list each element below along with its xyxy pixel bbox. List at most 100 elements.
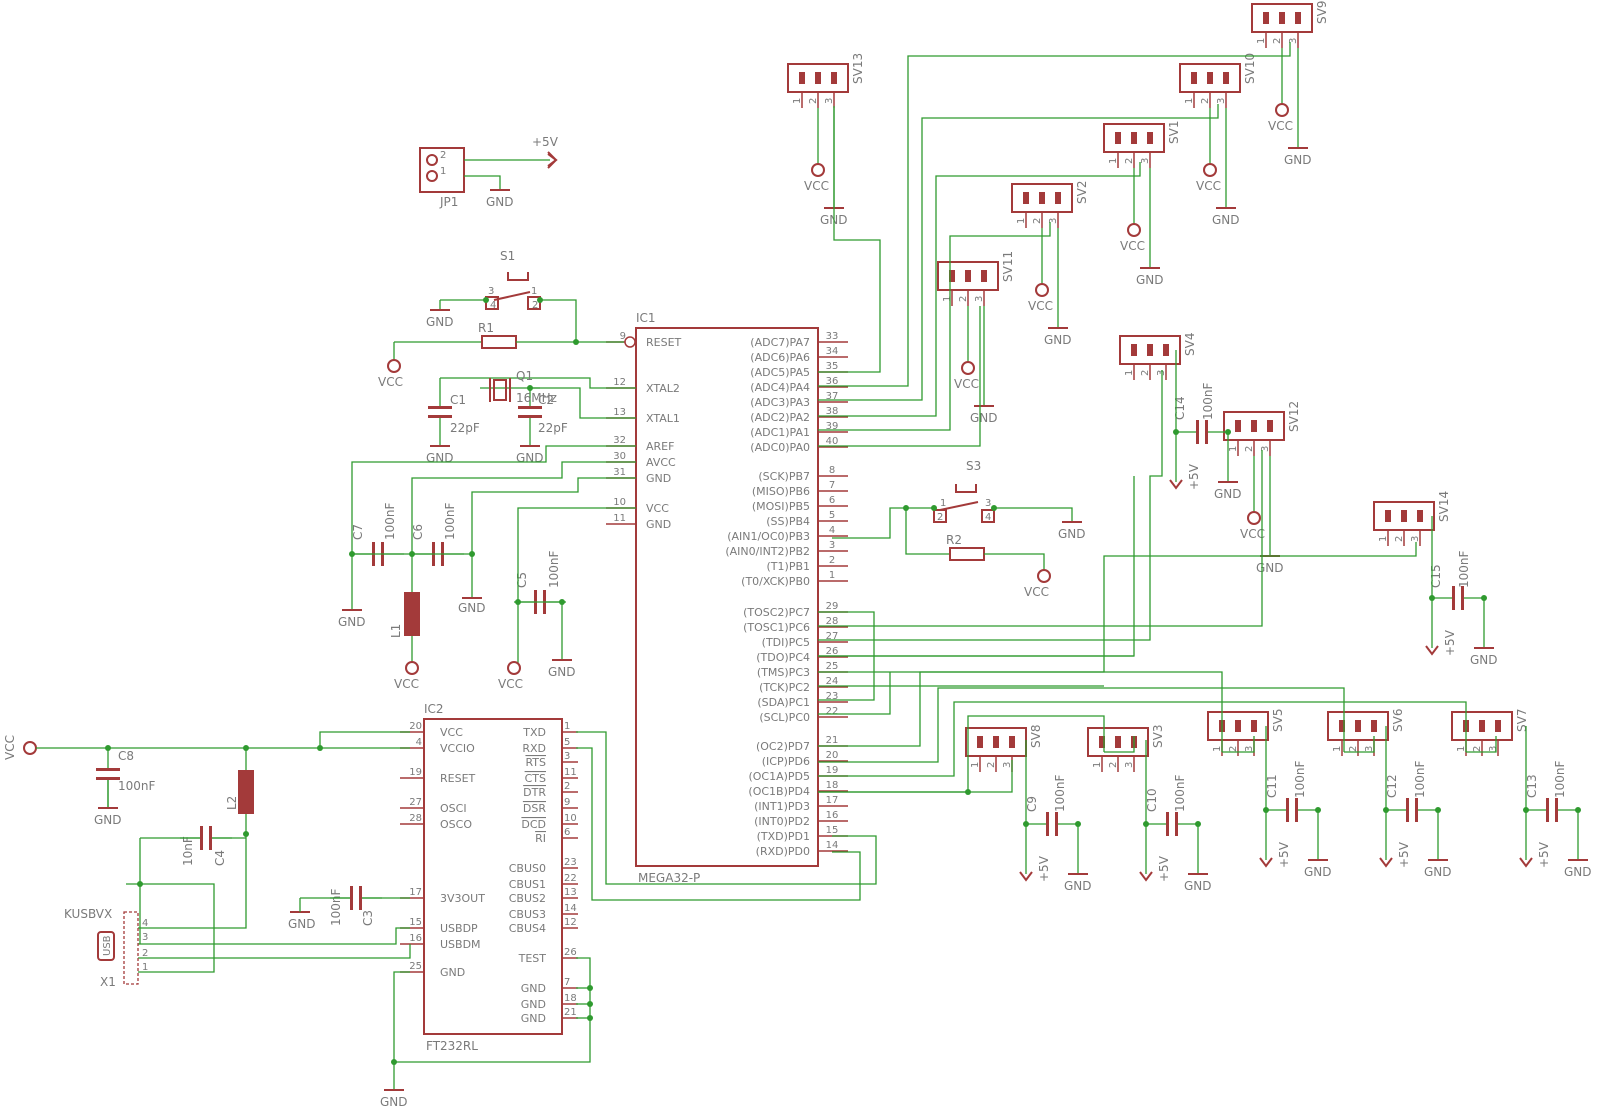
connector-pin-number: 1	[1212, 746, 1223, 752]
vcc-label: VCC	[1240, 527, 1265, 541]
ic1-pin-number: 15	[826, 825, 839, 836]
gnd-label: GND	[1214, 487, 1242, 501]
connector-pin-number: 1	[792, 98, 803, 104]
connector-pin-number: 3	[1140, 158, 1151, 164]
ic2-pin-number: 5	[564, 737, 570, 748]
ic1-pin-number: 33	[826, 331, 839, 342]
capacitor-name: C11	[1265, 774, 1279, 798]
ic2-pin-label: OSCI	[440, 802, 467, 815]
ic1-pin-number: 36	[826, 376, 839, 387]
ic2-pin-number: 18	[564, 993, 577, 1004]
svg-text:4: 4	[490, 300, 496, 311]
ic2-pin-label: TEST	[518, 952, 547, 965]
gnd-label: GND	[1564, 865, 1592, 879]
ic1-pin-number: 25	[826, 661, 839, 672]
ic1-pin-label: (ADC4)PA4	[750, 381, 810, 394]
ic1-pin-label: AVCC	[646, 456, 676, 469]
ic1-pin-number: 32	[613, 435, 626, 446]
ic1-pin-label: (TOSC2)PC7	[743, 606, 810, 619]
ic1-pin-number: 26	[826, 646, 839, 657]
ic1-pin-number: 35	[826, 361, 839, 372]
plus5v-label: +5V	[1277, 841, 1291, 868]
ic1-pin-number: 14	[826, 840, 839, 851]
ic1-pin-number: 40	[826, 436, 839, 447]
connector-pin-number: 2	[1472, 746, 1483, 752]
ic2-pin-label: TXD	[522, 726, 546, 739]
ic1-pin-number: 19	[826, 765, 839, 776]
l1-label: L1	[389, 624, 403, 638]
capacitor-value: 100nF	[1413, 760, 1427, 798]
svg-text:GND: GND	[1058, 527, 1086, 541]
ic1-pin-number: 2	[829, 555, 835, 566]
ic1-pin-label: XTAL1	[646, 412, 680, 425]
capacitor-name: C9	[1025, 796, 1039, 812]
ic1-pin-label: (OC2)PD7	[756, 740, 810, 753]
ic1-pin-label: VCC	[646, 502, 669, 515]
gnd-label: GND	[1284, 153, 1312, 167]
ic1-pin-number: 24	[826, 676, 839, 687]
connector-pin-number: 1	[1456, 746, 1467, 752]
connector-label: SV12	[1287, 401, 1301, 432]
gnd-label: GND	[1470, 653, 1498, 667]
reset-circuit: S1 34 12 GND R1 VCC	[378, 249, 624, 389]
connector-pin-number: 1	[1092, 762, 1103, 768]
ic2-pin-number: 9	[564, 797, 570, 808]
ic1-pin-label: GND	[646, 472, 671, 485]
connector-pin-number: 1	[1378, 536, 1389, 542]
svg-text:GND: GND	[458, 601, 486, 615]
ic2-pin-label: 3V3OUT	[440, 892, 485, 905]
connector-label: SV13	[851, 53, 865, 84]
svg-text:GND: GND	[94, 813, 122, 827]
ic2-pin-label: DSR	[523, 802, 546, 815]
capacitor-value: 100nF	[1293, 760, 1307, 798]
vcc-label: VCC	[1196, 179, 1221, 193]
ic1-pin-label: (ADC3)PA3	[750, 396, 810, 409]
x1-label: X1	[100, 975, 116, 989]
svg-text:VCC: VCC	[498, 677, 523, 691]
ic1-pin-label: (T1)PB1	[767, 560, 810, 573]
reset-inverter-bubble	[624, 336, 636, 348]
ic1-value: MEGA32-P	[638, 871, 700, 885]
ic1-pin-number: 22	[826, 706, 839, 717]
ic1-pin-number: 18	[826, 780, 839, 791]
plus5v-label: +5V	[1443, 629, 1457, 656]
svg-text:3: 3	[488, 286, 494, 297]
ic1-right-pins: 33(ADC7)PA734(ADC6)PA635(ADC5)PA536(ADC4…	[725, 331, 848, 858]
connector-pin-number: 2	[958, 296, 969, 302]
svg-text:USB: USB	[102, 935, 113, 956]
connector-label: SV1	[1167, 121, 1181, 144]
capacitor-value: 100nF	[1173, 774, 1187, 812]
ic1-pin-label: (MISO)PB6	[752, 485, 810, 498]
ic2-pin-number: 2	[564, 781, 570, 792]
ic2-pin-label: GND	[521, 1012, 546, 1025]
ic1-name: IC1	[636, 311, 656, 325]
ic1-pin-number: 30	[613, 451, 626, 462]
ic2-name: IC2	[424, 702, 444, 716]
ic1-pin-number: 29	[826, 601, 839, 612]
ic2-pin-label: DTR	[523, 786, 546, 799]
ic1-pin-number: 13	[613, 407, 626, 418]
ic2-pin-label: CTS	[525, 772, 546, 785]
ic1-pin-label: (ADC2)PA2	[750, 411, 810, 424]
ic1-pin-label: (AIN1/OC0)PB3	[727, 530, 810, 543]
ic1-pin-label: (SCK)PB7	[758, 470, 810, 483]
ic1-pin-number: 20	[826, 750, 839, 761]
capacitor-value: 100nF	[383, 502, 397, 540]
